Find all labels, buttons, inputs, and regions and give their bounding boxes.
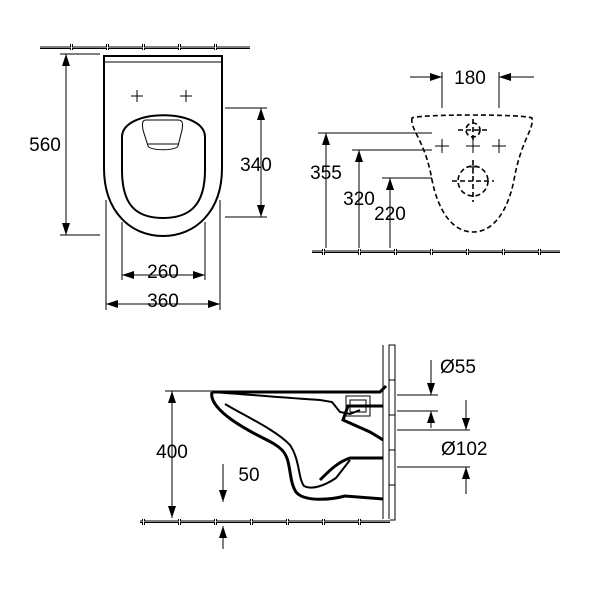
wall-strip-side: [388, 344, 396, 521]
dim-180-label: 180: [454, 68, 486, 89]
dim-55-label: Ø55: [440, 357, 476, 378]
front-fixing-points: [435, 119, 506, 202]
dim-102-label: Ø102: [441, 439, 487, 460]
side-view-inner-bowl: [224, 403, 351, 489]
top-view-outline: [103, 55, 223, 238]
dim-360-label: 360: [147, 291, 179, 312]
side-view: 400 50 Ø55 Ø102: [140, 344, 487, 549]
top-view: 560 340 260 360: [29, 44, 272, 312]
side-view-rim: [211, 391, 361, 416]
floor-strip-side: [140, 519, 390, 525]
wall-strip-top: [40, 44, 250, 50]
dim-340-label: 340: [240, 155, 272, 176]
top-view-rim-opening: [141, 119, 183, 151]
side-view-body: [210, 384, 388, 501]
dim-220-label: 220: [374, 204, 406, 225]
dim-50-label: 50: [238, 465, 259, 486]
front-view: 180 355 320 220: [310, 68, 560, 255]
dim-400-label: 400: [156, 442, 188, 463]
dim-260-label: 260: [147, 262, 179, 283]
wall-joints: [389, 379, 395, 486]
dim-320-label: 320: [343, 189, 375, 210]
side-view-trap: [345, 395, 371, 417]
dim-355-label: 355: [310, 163, 342, 184]
dim-560-label: 560: [29, 135, 61, 156]
top-view-inner-bowl: [121, 114, 206, 220]
front-view-outline: [411, 114, 533, 233]
top-fixing-crosses: [131, 90, 192, 102]
floor-strip-front: [312, 249, 560, 255]
